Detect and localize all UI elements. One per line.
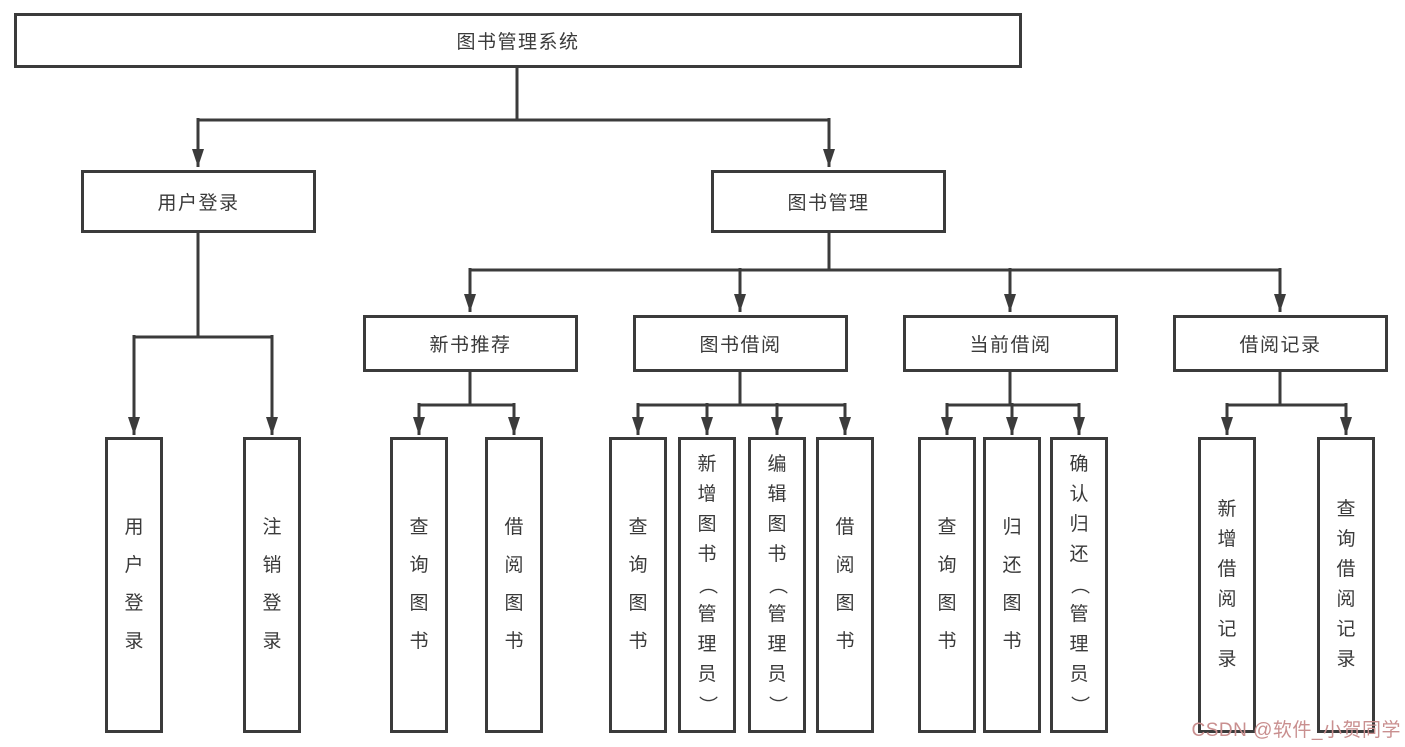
leaf-borrow-books-recommend: 借阅图书 [485,437,543,733]
leaf-logout: 注销登录 [243,437,301,733]
node-book-management: 图书管理 [711,170,946,233]
leaf-borrow-books-borrow: 借阅图书 [816,437,874,733]
leaf-query-books-current: 查询图书 [918,437,976,733]
node-user-login: 用户登录 [81,170,316,233]
node-borrow-records: 借阅记录 [1173,315,1388,372]
leaf-add-books-admin: 新增图书（管理员） [678,437,736,733]
watermark: CSDN @软件_小贺同学 [1191,720,1401,741]
node-book-borrow: 图书借阅 [633,315,848,372]
leaf-query-books-borrow: 查询图书 [609,437,667,733]
leaf-query-borrow-record: 查询借阅记录 [1317,437,1375,733]
leaf-add-borrow-record: 新增借阅记录 [1198,437,1256,733]
leaf-confirm-return-admin: 确认归还（管理员） [1050,437,1108,733]
leaf-query-books-recommend: 查询图书 [390,437,448,733]
node-current-borrow: 当前借阅 [903,315,1118,372]
node-root: 图书管理系统 [14,13,1022,68]
leaf-user-login: 用户登录 [105,437,163,733]
leaf-edit-books-admin: 编辑图书（管理员） [748,437,806,733]
node-new-book-recommend: 新书推荐 [363,315,578,372]
leaf-return-books: 归还图书 [983,437,1041,733]
